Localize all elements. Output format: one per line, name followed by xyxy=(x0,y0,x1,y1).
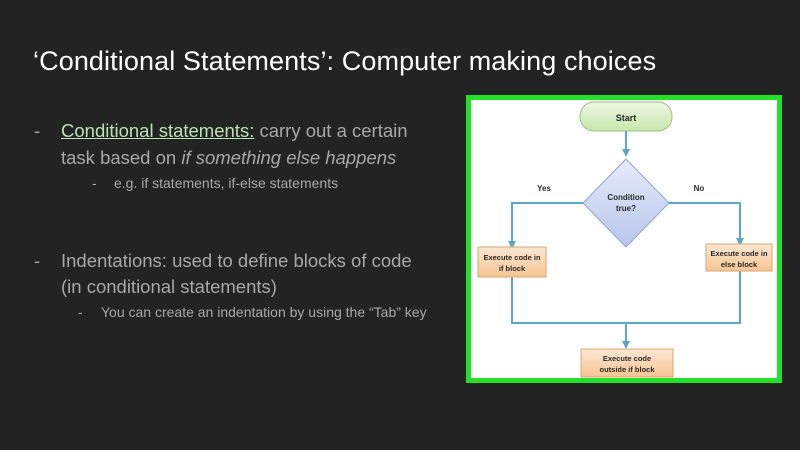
slide-title: ‘Conditional Statements’: Computer makin… xyxy=(33,46,657,76)
outside-block-node xyxy=(580,348,674,378)
bullet-dash-2: - xyxy=(34,250,41,271)
condition-label-line-2: true? xyxy=(616,204,636,213)
arrow-yes-branch xyxy=(508,202,583,249)
sub-bullet-1: e.g. if statements, if-else statements xyxy=(114,175,339,191)
bullet-1-text: carry out a certain xyxy=(254,120,408,141)
yes-label: Yes xyxy=(537,184,551,193)
outside-block-label-line-2: outside if block xyxy=(599,365,655,374)
connector-merge xyxy=(511,271,741,324)
arrow-no-branch xyxy=(669,202,744,246)
flowchart-svg: Start Condition true? Yes No Execute cod… xyxy=(477,101,773,378)
bullet-dash-1: - xyxy=(34,120,41,141)
outside-block-label-line-1: Execute code xyxy=(603,354,651,363)
bullet-2-line-2: (in conditional statements) xyxy=(61,276,277,297)
if-block-label-line-2: if block xyxy=(499,264,526,273)
bullet-1-line-1: Conditional statements: carry out a cert… xyxy=(61,118,408,144)
else-block-label-line-1: Execute code in xyxy=(710,249,768,258)
flowchart-figure: Start Condition true? Yes No Execute cod… xyxy=(470,99,778,379)
bullet-1-line-2-plain: task based on xyxy=(61,147,182,168)
start-node xyxy=(579,101,673,132)
if-block-label-line-1: Execute code in xyxy=(483,253,541,262)
start-label: Start xyxy=(616,113,637,123)
bullet-1-line-2-italic: if something else happens xyxy=(181,147,397,168)
sub-bullet-dash-1: - xyxy=(92,175,97,191)
else-block-node xyxy=(705,243,773,272)
condition-diamond xyxy=(582,158,670,248)
else-block-label-line-2: else block xyxy=(721,260,758,269)
no-label: No xyxy=(694,184,705,193)
conditional-statements-link[interactable]: Conditional statements: xyxy=(61,120,255,141)
bullet-2-line-1: Indentations: used to define blocks of c… xyxy=(61,250,412,271)
bullet-1-line-2: task based on if something else happens xyxy=(61,145,396,171)
if-block-node xyxy=(477,246,547,278)
condition-label-line-1: Condition xyxy=(607,193,644,202)
sub-bullet-2: You can create an indentation by using t… xyxy=(101,304,427,320)
sub-bullet-dash-2: - xyxy=(78,304,83,320)
